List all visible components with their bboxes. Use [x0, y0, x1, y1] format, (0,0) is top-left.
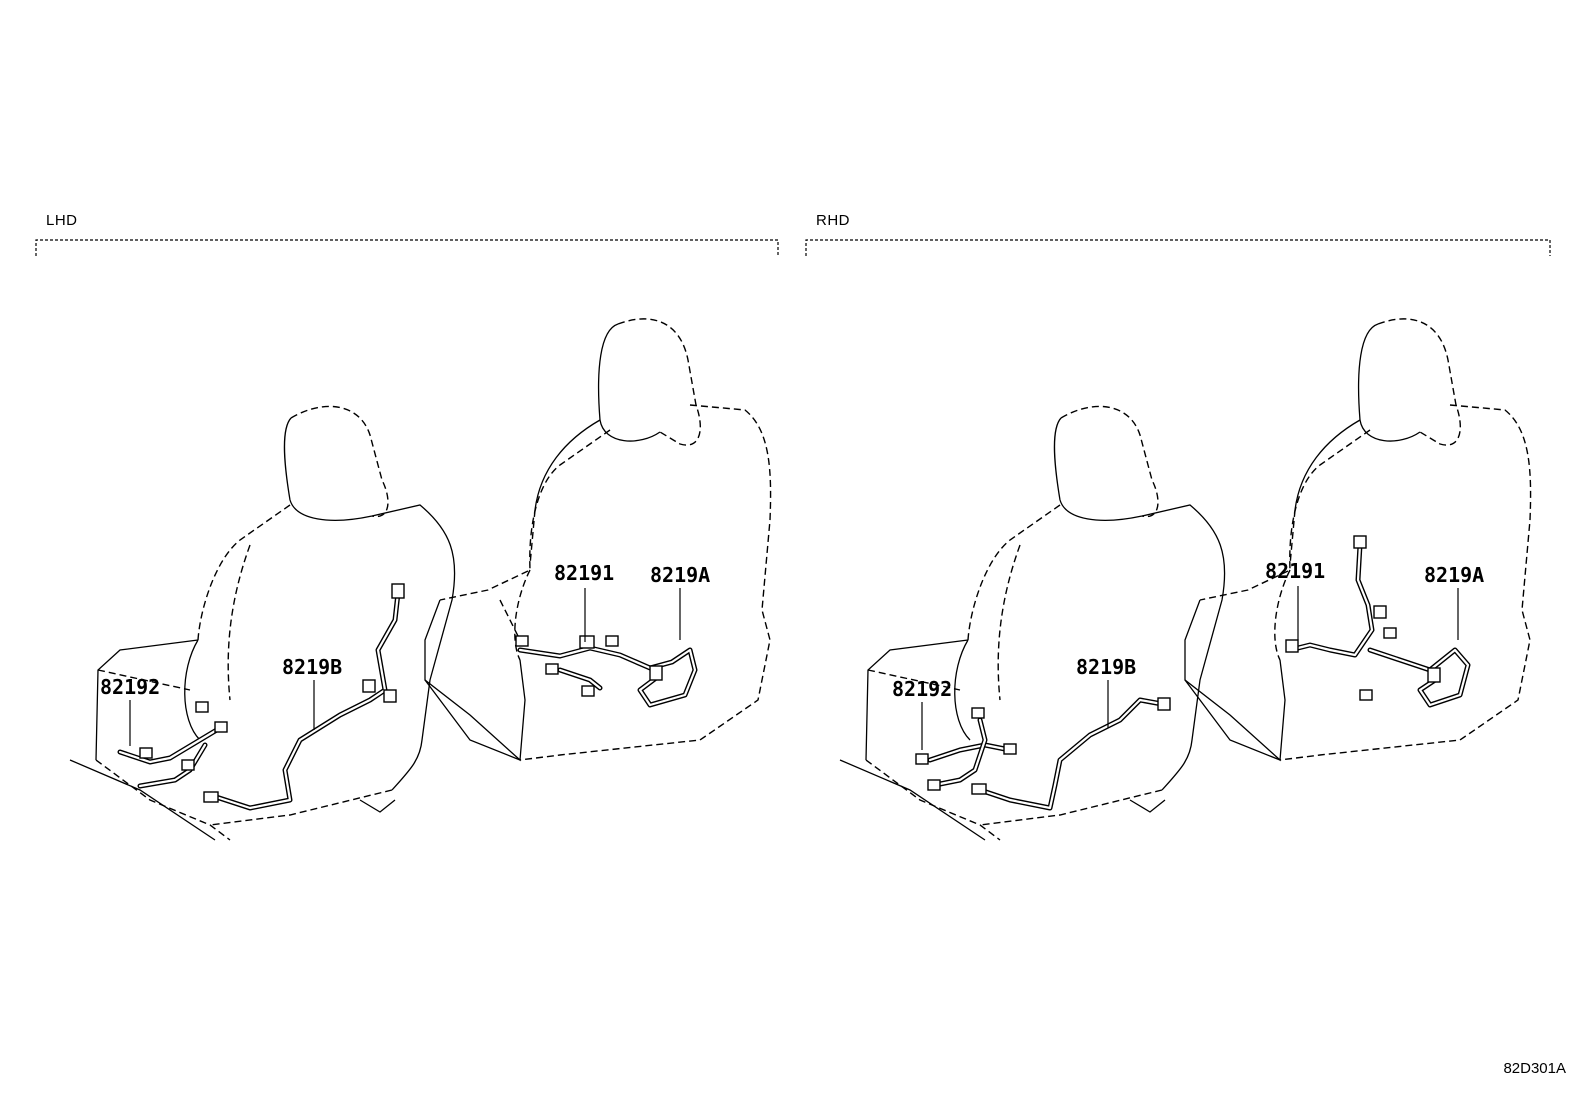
rhd-section-label: RHD: [816, 212, 850, 229]
rhd-harness-82192: [915, 707, 1017, 791]
lhd-part-8219A-label: 8219A: [650, 563, 710, 587]
rhd-harness-rear: [1285, 535, 1471, 708]
rhd-part-8219B-label: 8219B: [1076, 655, 1136, 679]
rhd-part-82191-label: 82191: [1265, 559, 1325, 583]
lhd-section-label: LHD: [46, 212, 78, 229]
rhd-group: 82191 8219A 8219B 82192: [839, 318, 1532, 841]
lhd-part-82192-label: 82192: [100, 675, 160, 699]
rhd-rear-seat: [1184, 318, 1532, 762]
lhd-part-8219B-label: 8219B: [282, 655, 342, 679]
lhd-bracket: [35, 239, 779, 256]
rhd-harness-8219B: [971, 697, 1171, 811]
lhd-part-82191-label: 82191: [554, 561, 614, 585]
lhd-rear-seat: [424, 318, 772, 762]
diagram-code: 82D301A: [1503, 1060, 1566, 1077]
lhd-harness-rear: [515, 635, 698, 708]
lhd-harness-8219B: [203, 583, 405, 811]
lhd-harness-82192: [117, 701, 228, 789]
rhd-front-seat: [839, 405, 1226, 841]
lhd-front-seat: [69, 405, 456, 841]
lhd-group: 82191 8219A 8219B 82192: [69, 318, 772, 841]
rhd-part-8219A-label: 8219A: [1424, 563, 1484, 587]
rhd-bracket: [805, 239, 1551, 256]
rhd-part-82192-label: 82192: [892, 677, 952, 701]
